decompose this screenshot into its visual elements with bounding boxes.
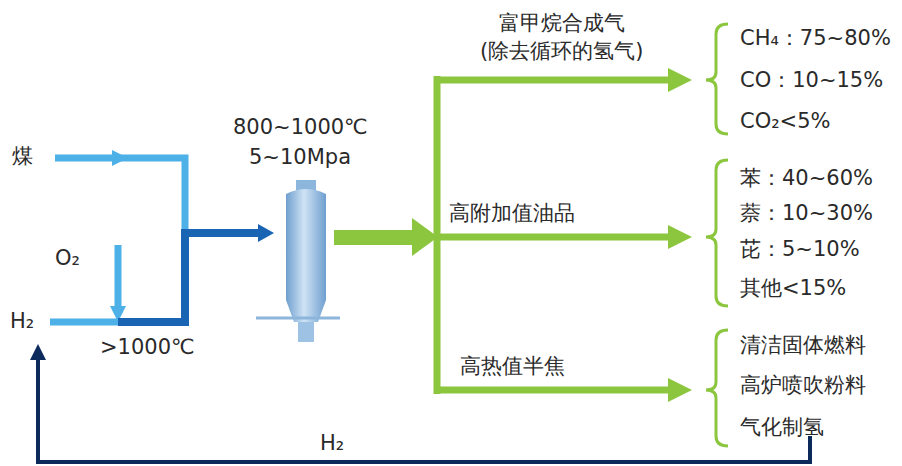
feed-name: O₂	[55, 245, 80, 271]
arrow-head	[668, 68, 692, 92]
stream-name: H₂	[320, 430, 344, 456]
hydrogen-line	[50, 319, 120, 326]
product-line	[334, 230, 414, 245]
condition-note: 5~10Mpa	[249, 144, 351, 170]
component-item: CH₄：75~80%	[740, 25, 891, 51]
bracket	[706, 24, 728, 446]
feed-name: 煤	[12, 143, 33, 169]
oxygen-line	[115, 245, 122, 312]
use-item: 气化制氢	[740, 414, 824, 440]
branch-line	[437, 77, 672, 84]
use-item: 高炉喷吹粉料	[740, 372, 866, 398]
component-item: CO：10~15%	[740, 67, 883, 93]
component-item: 苯：40~60%	[740, 165, 873, 191]
arrow-head	[30, 344, 46, 360]
arrow-head	[258, 224, 274, 242]
arrow-head	[112, 150, 128, 166]
hot-feed-line	[118, 233, 262, 322]
component-item: CO₂<5%	[740, 108, 831, 134]
reactor	[256, 180, 340, 342]
product-name: (除去循环的氢气)	[480, 38, 643, 64]
product-name: 高热值半焦	[460, 353, 565, 379]
component-item: 萘：10~30%	[740, 200, 873, 226]
component-item: 其他<15%	[740, 275, 846, 301]
arrow-head	[668, 225, 692, 249]
recycle-line	[38, 358, 810, 462]
condition-note: 800~1000℃	[233, 114, 368, 140]
condition-note: >1000℃	[100, 334, 195, 360]
product-name: 高附加值油品	[449, 200, 575, 226]
product-name: 富甲烷合成气	[499, 10, 625, 36]
branch-line	[437, 234, 672, 241]
feed-name: H₂	[10, 308, 34, 334]
coal-line	[55, 158, 185, 232]
arrow-head	[668, 378, 692, 402]
use-item: 清洁固体燃料	[740, 332, 866, 358]
component-item: 芘：5~10%	[740, 236, 860, 262]
branch-line	[437, 387, 672, 394]
